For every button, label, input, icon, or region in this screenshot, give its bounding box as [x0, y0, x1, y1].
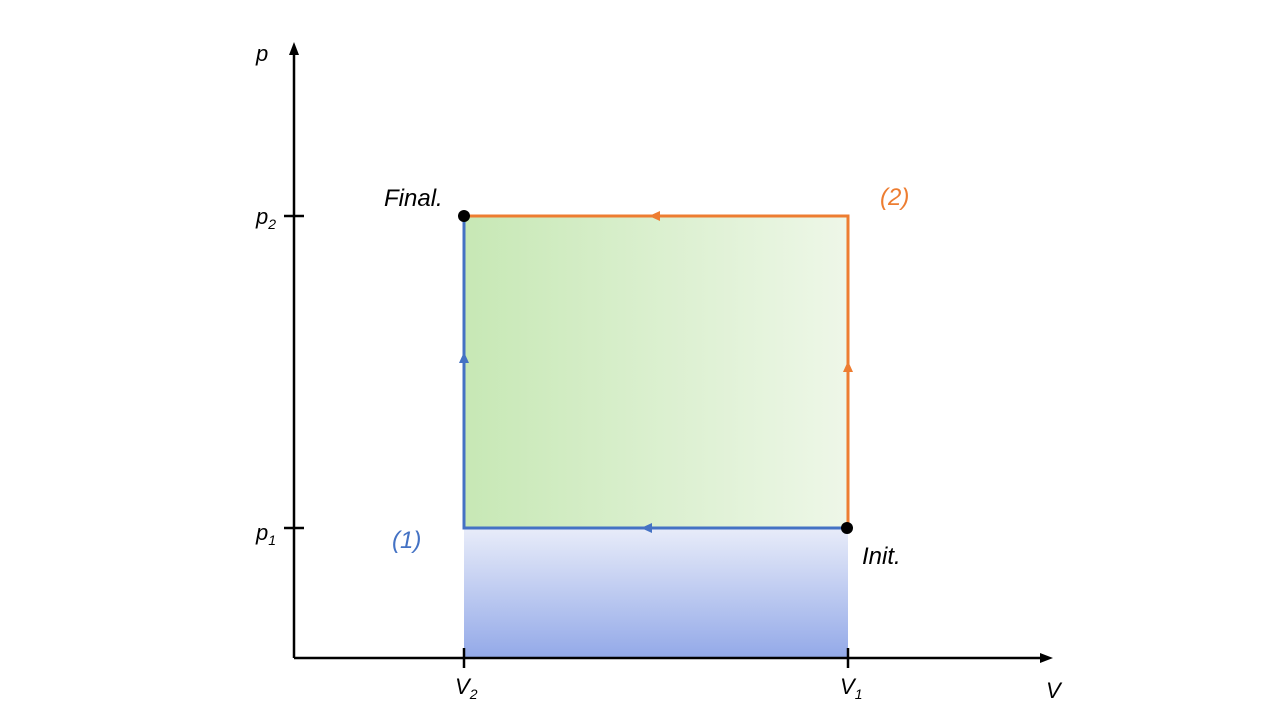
tick-label-p2-sub: 2 — [267, 216, 276, 232]
path-2-arrow-left — [649, 211, 660, 221]
path-2-line — [464, 214, 850, 528]
path-1-label: (1) — [392, 527, 421, 554]
tick-label-v1-base: V — [840, 674, 857, 699]
tick-label-v2: V2 — [455, 674, 478, 702]
tick-label-v2-sub: 2 — [469, 686, 478, 702]
y-axis-label: p — [255, 41, 268, 66]
path-1-arrow-left — [641, 523, 652, 533]
tick-label-v2-base: V — [455, 674, 472, 699]
tick-label-p2: p2 — [255, 204, 276, 232]
final-state-label: Final. — [384, 185, 443, 212]
tick-label-p2-base: p — [255, 204, 268, 229]
tick-label-p1-sub: 1 — [268, 532, 276, 548]
tick-label-v1: V1 — [840, 674, 862, 702]
work-area-green — [464, 216, 848, 528]
path-1-line — [462, 216, 848, 530]
path-2-arrow-up — [843, 361, 853, 372]
tick-label-p1: p1 — [255, 520, 276, 548]
y-axis-arrowhead — [289, 42, 299, 55]
tick-label-v1-sub: 1 — [855, 686, 863, 702]
path-1-arrow-up — [459, 352, 469, 363]
x-axis-label: V — [1046, 678, 1063, 703]
initial-state-dot — [841, 522, 853, 534]
x-axis-arrowhead — [1040, 653, 1053, 663]
work-area-blue — [464, 528, 848, 658]
initial-state-label: Init. — [862, 543, 901, 570]
tick-label-p1-base: p — [255, 520, 268, 545]
final-state-dot — [458, 210, 470, 222]
path-2-label: (2) — [880, 184, 909, 211]
